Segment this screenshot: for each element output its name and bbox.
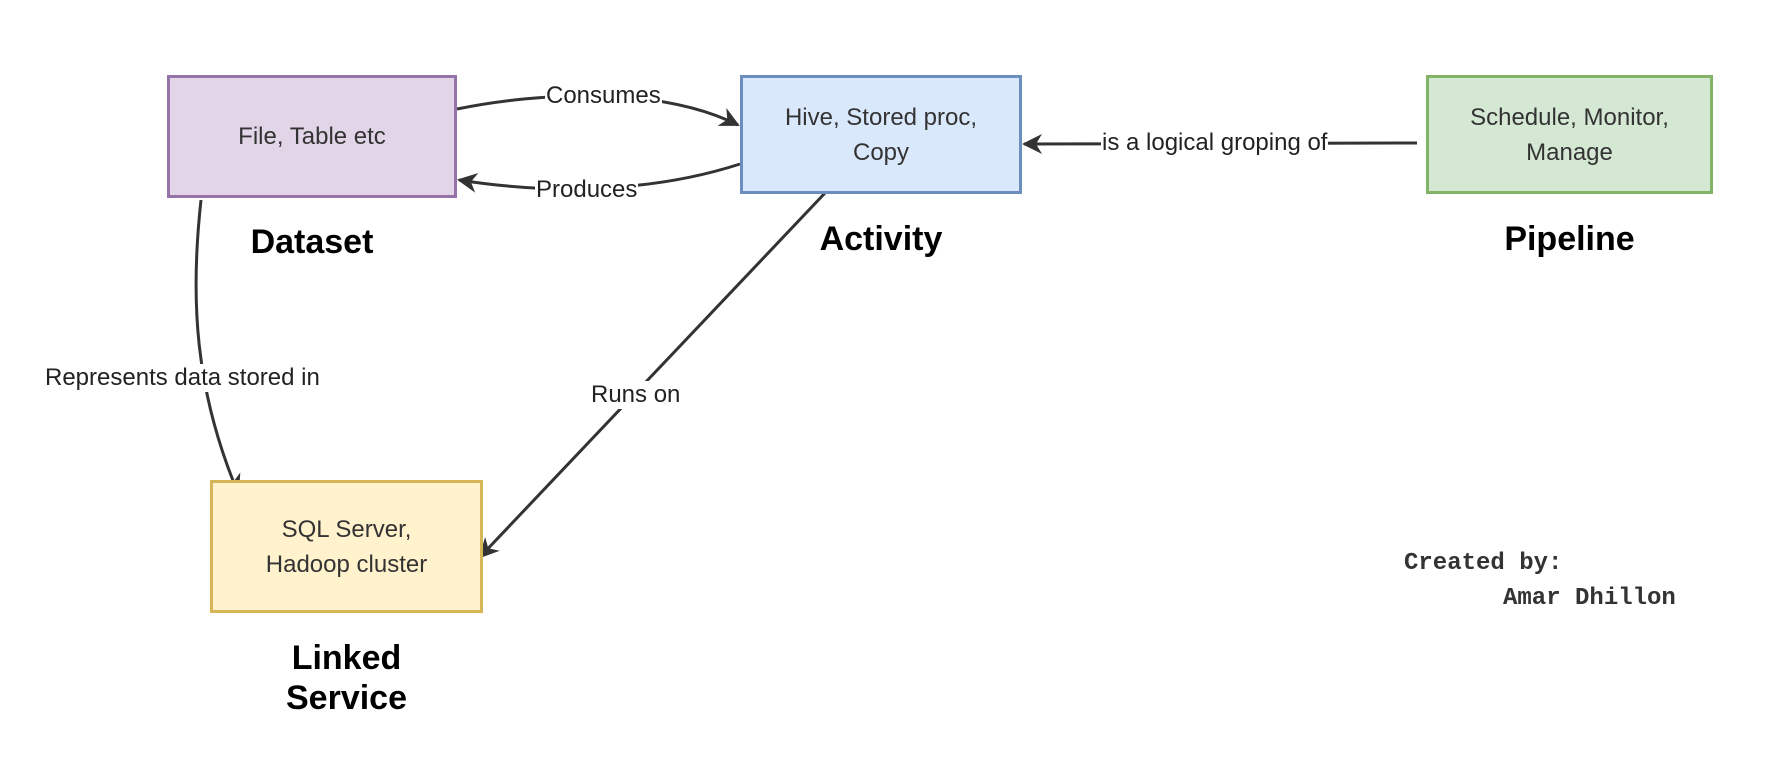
edge-runs-on [478,191,827,559]
linked-service-title-line: Service [286,679,407,717]
dataset-node-text: File, Table etc [238,123,386,150]
credit-author: Amar Dhillon [1503,585,1676,612]
edge-label-represents: Represents data stored in [44,364,321,392]
edge-label-consumes: Consumes [545,82,662,110]
dataset-title: Dataset [250,223,374,261]
credit-label: Created by: [1404,550,1563,577]
linked-service-title: Linked Service [210,638,483,718]
pipeline-node-text: Schedule, Monitor, Manage [1470,103,1669,166]
edge-represents [194,199,241,495]
linked-service-node-text: SQL Server, Hadoop cluster [265,515,428,578]
activity-node-text: Hive, Stored proc, Copy [784,103,978,166]
linked-service-title-line: Linked [291,639,402,677]
pipeline-node[interactable]: Schedule, Monitor, Manage [1426,75,1713,194]
edge-label-produces: Produces [535,176,639,204]
pipeline-title: Pipeline [1504,220,1635,258]
activity-title: Activity [819,220,943,258]
activity-node[interactable]: Hive, Stored proc, Copy [740,75,1022,194]
edge-label-grouping: is a logical groping of [1101,129,1329,157]
edge-label-runs-on: Runs on [590,381,682,409]
linked-service-node[interactable]: SQL Server, Hadoop cluster [210,480,483,613]
dataset-node[interactable]: File, Table etc [167,75,457,198]
